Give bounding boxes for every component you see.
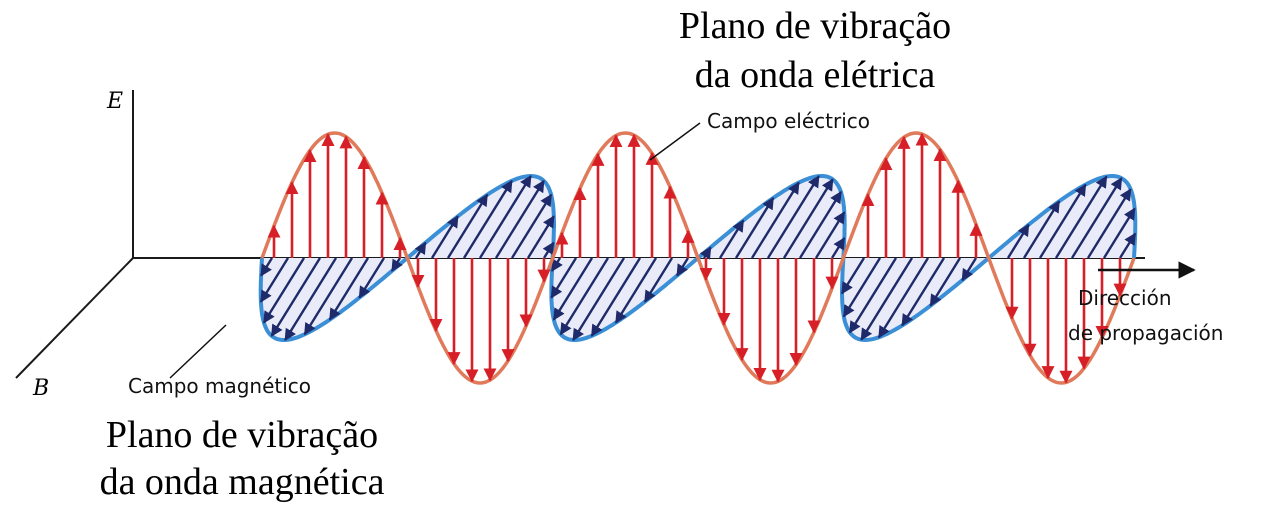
magnetic-field-vector <box>718 219 745 259</box>
magnetic-field-vector <box>840 257 866 295</box>
magnetic-field-vector <box>542 241 555 259</box>
magnetic-field-vector <box>1070 177 1123 259</box>
magnetic-field-vector <box>766 175 820 259</box>
magnetic-field-vector <box>830 237 846 259</box>
magnetic-field-vector <box>877 257 930 339</box>
magnetic-field-vector <box>552 257 594 321</box>
magnetic-field-vector <box>1102 207 1136 259</box>
magnetic-plane-title-line1: Plano de vibração <box>106 414 378 456</box>
magnetic-field-vector <box>734 196 775 259</box>
magnetic-field-vector <box>390 257 403 272</box>
magnetic-field-vector <box>860 257 914 341</box>
magnetic-field-vector <box>1054 175 1108 259</box>
magnetic-field-vector <box>328 257 370 321</box>
magnetic-field-vector <box>750 181 800 259</box>
magnetic-field-vector <box>430 215 459 259</box>
magnetic-field-vector <box>494 179 545 259</box>
magnetic-field-vector <box>572 257 626 342</box>
magnetic-field-vector <box>643 257 674 303</box>
electric-envelope <box>260 131 1136 385</box>
magnetic-field-vector <box>559 257 610 336</box>
electric-field-label: Campo eléctrico <box>707 109 870 133</box>
magnetic-field-vector <box>414 241 427 259</box>
magnetic-field-vector <box>814 211 846 259</box>
magnetic-field-vector <box>1086 188 1132 259</box>
magnetic-field-vector <box>526 215 555 259</box>
electric-plane-title-line2: da onda elétrica <box>695 54 936 96</box>
e-axis-label: E <box>106 89 123 114</box>
magnetic-field-vector <box>550 257 563 272</box>
magnetic-field-vector <box>782 178 834 259</box>
magnetic-field-label: Campo magnético <box>128 374 311 398</box>
propagation-label-line1: Dirección <box>1078 286 1172 310</box>
magnetic-field-vector <box>1038 183 1087 259</box>
magnetic-field-vector <box>929 257 962 307</box>
magnetic-field-vector <box>901 257 946 327</box>
electric-field-leader <box>649 122 701 161</box>
magnetic-field-vector <box>358 257 386 299</box>
magnetic-field-vector <box>699 246 712 260</box>
magnetic-field-vector <box>478 174 532 259</box>
magnetic-field-vector <box>446 193 489 259</box>
magnetic-field-vector <box>260 257 274 277</box>
magnetic-field-vector <box>961 257 978 282</box>
magnetic-field-leader <box>169 324 227 379</box>
electric-plane-title-line1: Plano de vibração <box>679 5 951 47</box>
magnetic-field-vector <box>303 257 354 336</box>
magnetic-field-vector <box>510 193 553 259</box>
magnetic-field-vector <box>848 257 898 334</box>
magnetic-field-vector <box>259 257 290 303</box>
magnetic-field-vector <box>270 257 322 337</box>
magnetic-field-vector <box>462 179 513 259</box>
electric-wave <box>260 131 1136 385</box>
magnetic-field-vector <box>1006 223 1030 259</box>
magnetic-field-vector <box>590 257 642 337</box>
magnetic-field-vector <box>798 190 843 259</box>
magnetic-field-vector <box>284 257 338 342</box>
magnetic-field-vector <box>1022 200 1061 259</box>
b-axis-label: B <box>32 376 49 401</box>
magnetic-field-vector <box>676 257 690 277</box>
magnetic-plane-title-line2: da onda magnética <box>100 461 385 503</box>
propagation-label-line2: de propagación <box>1068 321 1223 345</box>
magnetic-field-vector <box>842 257 882 318</box>
magnetic-field-vector <box>262 257 306 324</box>
magnetic-field-vector <box>1118 232 1137 259</box>
magnetic-field-vector <box>614 257 658 324</box>
magnetic-field-vector <box>550 257 578 299</box>
b-axis <box>15 257 134 379</box>
